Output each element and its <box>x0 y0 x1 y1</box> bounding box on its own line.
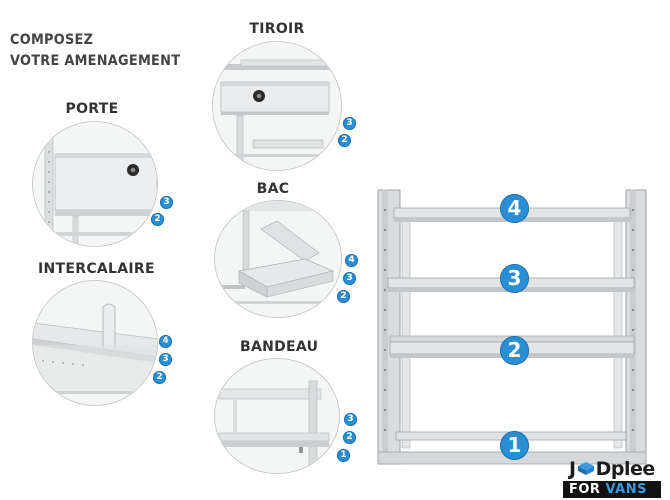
headline-line-1: COMPOSEZ <box>10 32 94 48</box>
level-badge-bandeau-2: 2 <box>343 431 356 444</box>
level-badge-bandeau-3: 3 <box>344 413 357 426</box>
logo-tagline-vans: VANS <box>605 482 647 497</box>
headline-line-2: VOTRE AMENAGEMENT <box>10 53 181 69</box>
logo-bar <box>563 481 661 498</box>
level-badge-porte-3: 3 <box>160 196 173 209</box>
option-image-bandeau[interactable] <box>214 358 340 474</box>
logo-wordmark: J Dplee <box>569 458 655 480</box>
level-badge-bac-3: 3 <box>343 272 356 285</box>
level-badge-rack-3: 3 <box>500 264 529 293</box>
rail-illustration <box>215 359 339 473</box>
cube-icon <box>577 462 594 475</box>
shelving-unit-illustration <box>377 189 647 465</box>
logo-letter-j: J <box>569 458 576 480</box>
option-title-intercalaire: INTERCALAIRE <box>38 261 155 277</box>
divider-illustration <box>33 281 157 405</box>
option-title-bandeau: BANDEAU <box>240 339 319 355</box>
shelving-unit <box>374 186 650 468</box>
level-badge-intercalaire-4: 4 <box>159 335 172 348</box>
level-badge-bac-2: 2 <box>337 290 350 303</box>
level-badge-tiroir-2: 2 <box>338 134 351 147</box>
logo-wordmark-rest: Dplee <box>595 458 656 480</box>
headline: COMPOSEZ VOTRE AMENAGEMENT <box>10 30 194 72</box>
bin-illustration <box>215 201 341 317</box>
level-badge-bac-4: 4 <box>345 254 358 267</box>
drawer-illustration <box>213 42 341 170</box>
brand-logo[interactable]: J Dplee FOR VANS <box>563 456 670 500</box>
logo-tagline: FOR VANS <box>569 481 661 498</box>
option-title-tiroir: TIROIR <box>249 21 305 37</box>
level-badge-intercalaire-2: 2 <box>153 371 166 384</box>
option-title-porte: PORTE <box>65 101 119 117</box>
level-badge-rack-2: 2 <box>500 336 529 365</box>
level-badge-tiroir-3: 3 <box>343 117 356 130</box>
level-badge-rack-1: 1 <box>500 431 529 460</box>
level-badge-porte-2: 2 <box>151 213 164 226</box>
option-image-bac[interactable] <box>214 200 342 318</box>
option-title-bac: BAC <box>256 181 290 197</box>
level-badge-rack-4: 4 <box>500 194 529 223</box>
option-image-tiroir[interactable] <box>212 41 342 171</box>
option-image-porte[interactable] <box>32 121 158 247</box>
level-badge-bandeau-1: 1 <box>337 449 350 462</box>
logo-tagline-for: FOR <box>569 482 606 497</box>
option-image-intercalaire[interactable] <box>32 280 158 406</box>
level-badge-intercalaire-3: 3 <box>159 353 172 366</box>
door-illustration <box>33 122 157 246</box>
